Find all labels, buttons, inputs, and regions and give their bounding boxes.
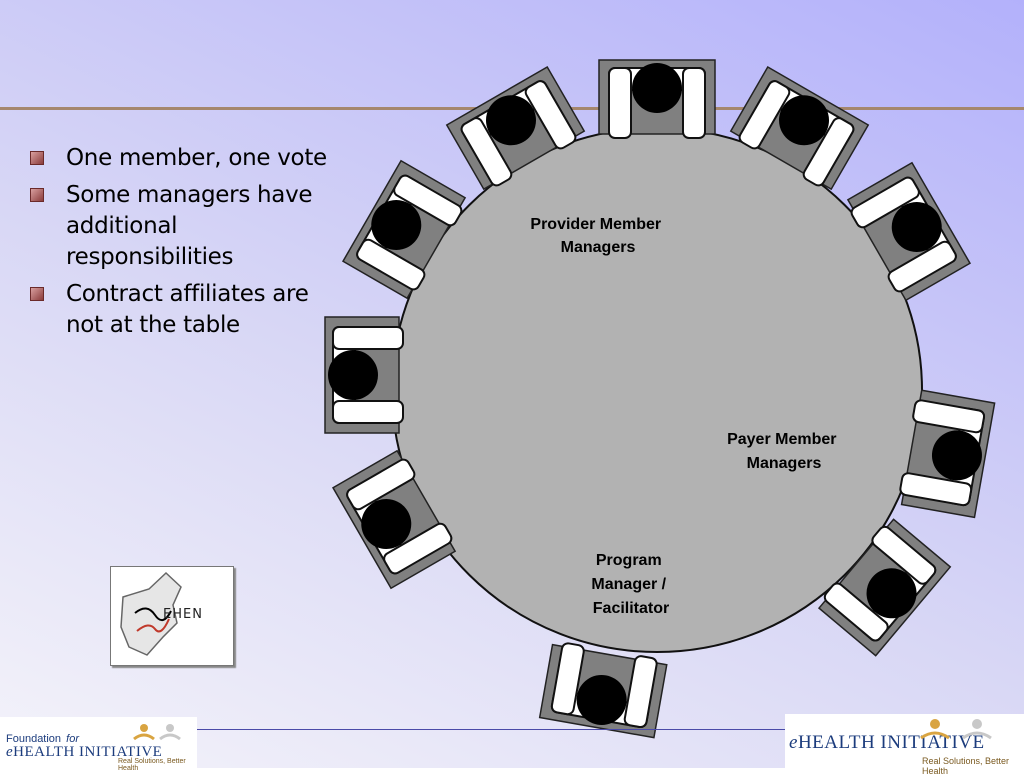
footer-left-line1: Foundation for [6,733,79,745]
bullet-item: Contract affiliates are not at the table [30,279,330,341]
chair-arm-right [393,174,463,227]
bullet-text: Contract affiliates are not at the table [66,281,309,338]
footer-left-tagline: Real Solutions, Better Health [118,758,186,772]
ehen-logo: EHEN [110,566,234,666]
footer-right-line: eHEALTH INITIATIVE [789,732,985,753]
bullet-list: One member, one vote Some managers have … [30,143,330,347]
person-head [328,350,378,400]
chair-seat [598,59,716,139]
chair-arm-right [887,240,957,293]
bullet-item: One member, one vote [30,143,330,174]
chair-arm-left [623,655,658,729]
chair-arm-left [871,525,937,585]
footer-logo-foundation: Foundation for eHEALTH INITIATIVE Real S… [0,717,197,772]
person-head [361,499,412,549]
chair-arm-right [823,582,889,642]
bullet-square-icon [30,287,44,301]
chair-arm-right [802,117,855,187]
bullet-item: Some managers have additional responsibi… [30,180,330,273]
person-head [779,95,829,146]
chair-seat [538,642,668,739]
chair-seat [324,316,404,434]
chair-seat [341,159,467,300]
chair-seat [445,65,586,191]
chair-arm-right [332,326,404,350]
chair-arm-left [383,522,453,575]
bottom-divider [195,729,787,730]
chair-arm-left [332,400,404,424]
map-outline-icon [120,571,182,656]
chair-arm-right [550,642,585,716]
footer-right-tagline: Real Solutions, Better Health [922,756,1010,776]
seats-group [324,59,996,739]
bullet-square-icon [30,188,44,202]
person-head [576,674,627,725]
bullet-square-icon [30,151,44,165]
chair-arm-right [346,458,416,511]
chair-arm-left [460,117,513,187]
person-head [891,202,942,252]
ehen-wordmark: EHEN [163,607,203,622]
round-table [391,127,923,653]
chair-arm-left [356,238,426,291]
footer-left-line2: eHEALTH INITIATIVE [6,744,163,760]
footer-logo-ehealth: eHEALTH INITIATIVE Real Solutions, Bette… [785,714,1024,776]
person-head [632,63,682,113]
figures-icon [920,719,992,740]
chair-seat [331,449,457,590]
bullet-text: Some managers have additional responsibi… [66,182,313,270]
chair-arm-right [899,472,973,507]
person-head [931,430,982,481]
chair-seat [846,161,972,302]
chair-arm-left [850,176,920,229]
chair-arm-left [912,399,986,434]
chair-seat [729,65,870,191]
payer-label: Payer Member Managers [727,431,841,472]
chair-arm-right [682,67,706,139]
program-manager-label: Program Manager / Facilitator [591,552,670,617]
bullet-text: One member, one vote [66,145,327,171]
chair-seat [817,518,952,657]
provider-label: Provider Member Managers [530,216,665,256]
chair-seat [899,389,996,519]
figures-icon [133,724,181,741]
chair-arm-left [738,80,791,150]
person-head [866,568,917,619]
chair-arm-left [608,67,632,139]
chair-arm-right [524,80,577,150]
person-head [371,200,422,250]
person-head [486,95,536,146]
